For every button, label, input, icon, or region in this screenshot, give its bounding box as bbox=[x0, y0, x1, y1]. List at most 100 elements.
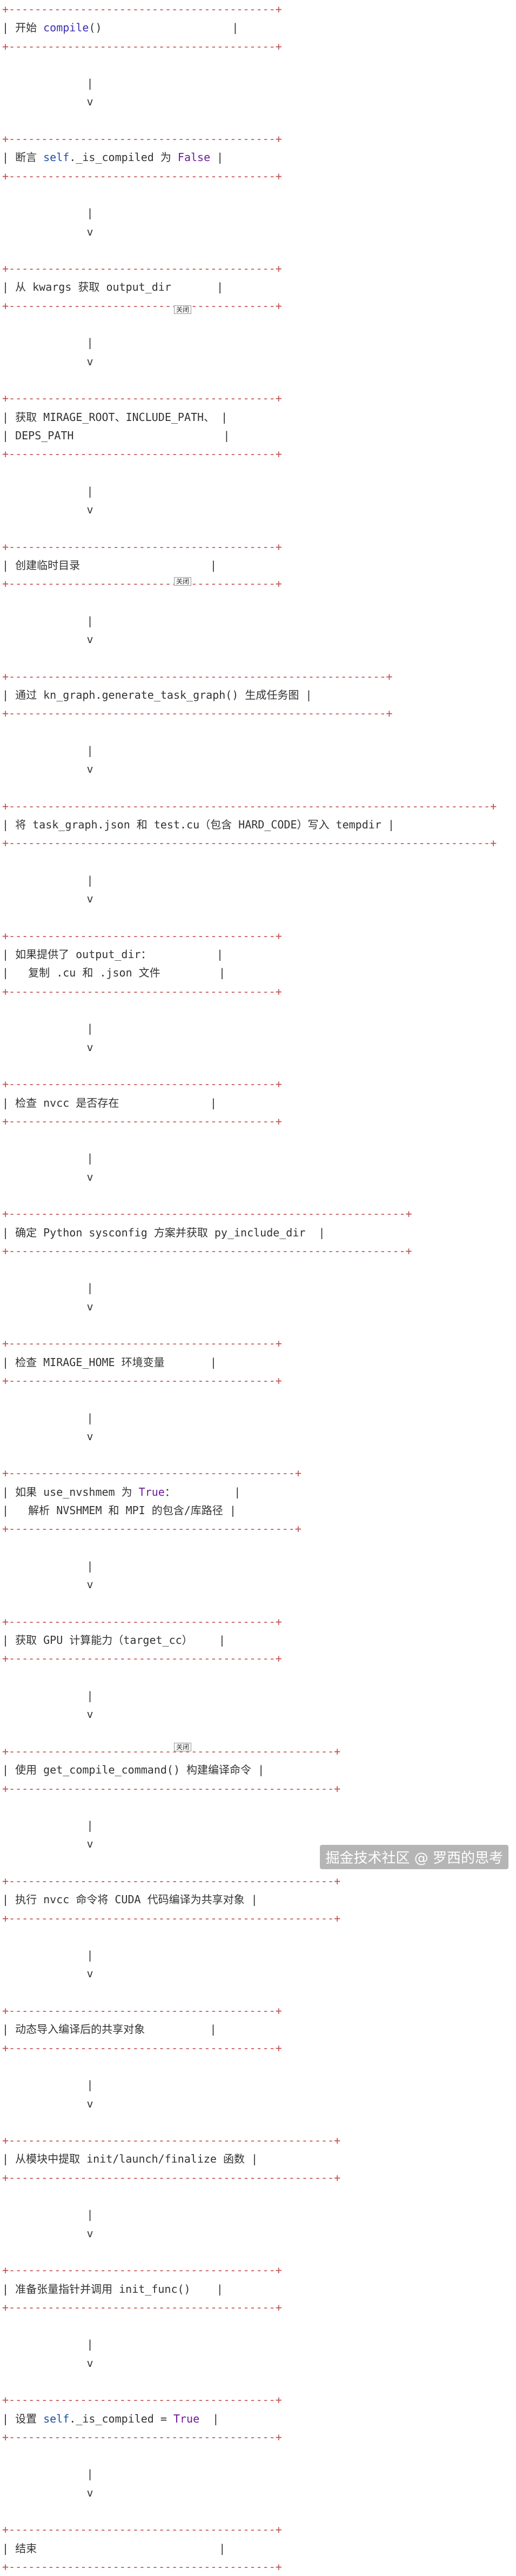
box-border-top: +---------------------------------------… bbox=[2, 2523, 282, 2537]
connector-pipe: | bbox=[2, 2208, 93, 2222]
code-token: compile bbox=[43, 21, 89, 35]
text-segment: | 断言 bbox=[2, 151, 44, 164]
code-token: True bbox=[173, 2412, 200, 2425]
box-text-line: | 结束 | bbox=[2, 2542, 225, 2555]
box-border-top: +---------------------------------------… bbox=[2, 132, 282, 146]
text-segment: | 解析 NVSHMEM 和 MPI 的包含/库路径 | bbox=[2, 1504, 236, 1517]
box-border-top: +---------------------------------------… bbox=[2, 1078, 282, 1091]
box-text-line: | 如果提供了 output_dir： | bbox=[2, 948, 223, 961]
text-segment: | 从 kwargs 获取 output_dir | bbox=[2, 280, 224, 294]
connector-arrow: v bbox=[2, 1429, 93, 1443]
box-border-bottom: +---------------------------------------… bbox=[2, 707, 393, 720]
connector-arrow: v bbox=[2, 1708, 93, 1721]
box-text-line: | 检查 MIRAGE_HOME 环境变量 | bbox=[2, 1356, 217, 1369]
box-border-bottom: +---------------------------------------… bbox=[2, 2300, 282, 2314]
box-border-top: +---------------------------------------… bbox=[2, 2134, 341, 2147]
connector-arrow: v bbox=[2, 2486, 93, 2499]
box-text-line: | 创建临时目录 | bbox=[2, 559, 217, 572]
box-border-top: +---------------------------------------… bbox=[2, 2393, 282, 2407]
box-border-top: +---------------------------------------… bbox=[2, 3, 282, 16]
box-text-line: | 获取 MIRAGE_ROOT、INCLUDE_PATH、 | bbox=[2, 411, 227, 424]
connector-arrow: v bbox=[2, 1578, 93, 1591]
connector-pipe: | bbox=[2, 744, 93, 757]
box-border-top: +---------------------------------------… bbox=[2, 262, 282, 276]
box-border-bottom: +---------------------------------------… bbox=[2, 1782, 341, 1795]
connector-pipe: | bbox=[2, 2338, 93, 2351]
text-segment: | 从模块中提取 init/launch/finalize 函数 | bbox=[2, 2152, 258, 2166]
box-text-line: | 检查 nvcc 是否存在 | bbox=[2, 1096, 217, 1109]
close-tooltip[interactable]: 关闭 bbox=[174, 1743, 192, 1751]
text-segment: | DEPS_PATH | bbox=[2, 429, 230, 442]
box-text-line: | 确定 Python sysconfig 方案并获取 py_include_d… bbox=[2, 1226, 325, 1239]
box-text-line: | 获取 GPU 计算能力（target_cc） | bbox=[2, 1634, 225, 1647]
text-segment: () | bbox=[89, 21, 239, 35]
box-border-bottom: +---------------------------------------… bbox=[2, 837, 497, 850]
text-segment: | 检查 nvcc 是否存在 | bbox=[2, 1096, 217, 1109]
box-text-line: | 执行 nvcc 命令将 CUDA 代码编译为共享对象 | bbox=[2, 1893, 258, 1906]
text-segment: | 复制 .cu 和 .json 文件 | bbox=[2, 966, 226, 980]
box-border-bottom: +---------------------------------------… bbox=[2, 2171, 341, 2184]
connector-arrow: v bbox=[2, 2226, 93, 2240]
text-segment: | 使用 get_compile_command() 构建编译命令 | bbox=[2, 1763, 265, 1777]
code-token: self bbox=[43, 2412, 70, 2425]
box-border-bottom: +---------------------------------------… bbox=[2, 2430, 282, 2444]
text-segment: ._is_compiled = bbox=[69, 2412, 173, 2425]
connector-arrow: v bbox=[2, 225, 93, 238]
connector-arrow: v bbox=[2, 1837, 93, 1851]
connector-arrow: v bbox=[2, 762, 93, 776]
connector-pipe: | bbox=[2, 336, 93, 350]
box-border-top: +---------------------------------------… bbox=[2, 929, 282, 942]
connector-arrow: v bbox=[2, 2097, 93, 2110]
connector-arrow: v bbox=[2, 354, 93, 368]
connector-pipe: | bbox=[2, 2078, 93, 2092]
connector-arrow: v bbox=[2, 1170, 93, 1183]
code-token: True bbox=[138, 1485, 165, 1498]
box-border-top: +---------------------------------------… bbox=[2, 1337, 282, 1350]
box-border-bottom: +---------------------------------------… bbox=[2, 39, 282, 53]
box-border-top: +---------------------------------------… bbox=[2, 392, 282, 405]
connector-pipe: | bbox=[2, 1152, 93, 1165]
box-text-line: | 通过 kn_graph.generate_task_graph() 生成任务… bbox=[2, 688, 312, 701]
box-text-line: | 动态导入编译后的共享对象 | bbox=[2, 2023, 217, 2036]
box-border-top: +---------------------------------------… bbox=[2, 540, 282, 553]
watermark: 掘金技术社区 @ 罗西的思考 bbox=[320, 1845, 508, 1869]
connector-pipe: | bbox=[2, 2467, 93, 2481]
code-token: False bbox=[177, 151, 211, 164]
connector-pipe: | bbox=[2, 1689, 93, 1703]
close-tooltip[interactable]: 关闭 bbox=[174, 305, 192, 314]
box-text-line: | DEPS_PATH | bbox=[2, 429, 230, 442]
box-border-bottom: +---------------------------------------… bbox=[2, 1522, 301, 1536]
connector-pipe: | bbox=[2, 873, 93, 887]
connector-pipe: | bbox=[2, 1819, 93, 1832]
text-segment: 开始 bbox=[15, 21, 44, 35]
box-border-bottom: +---------------------------------------… bbox=[2, 2041, 282, 2055]
connector-arrow: v bbox=[2, 1300, 93, 1313]
connector-pipe: | bbox=[2, 206, 93, 220]
connector-pipe: | bbox=[2, 1949, 93, 1962]
text-segment: | 确定 Python sysconfig 方案并获取 py_include_d… bbox=[2, 1226, 325, 1239]
text-segment: | 动态导入编译后的共享对象 | bbox=[2, 2023, 217, 2036]
box-border-bottom: +---------------------------------------… bbox=[2, 1652, 282, 1665]
box-border-top: +---------------------------------------… bbox=[2, 2264, 282, 2277]
text-segment: | 通过 kn_graph.generate_task_graph() 生成任务… bbox=[2, 688, 312, 701]
text-segment: | bbox=[199, 2412, 219, 2425]
connector-pipe: | bbox=[2, 1022, 93, 1035]
text-segment: | 如果提供了 output_dir： | bbox=[2, 948, 223, 961]
connector-pipe: | bbox=[2, 1559, 93, 1573]
box-border-bottom: +---------------------------------------… bbox=[2, 1244, 412, 1257]
text-segment: | 如果 use_nvshmem 为 bbox=[2, 1485, 139, 1498]
box-text-line: | 设置 self._is_compiled = True | bbox=[2, 2412, 219, 2425]
box-border-bottom: +---------------------------------------… bbox=[2, 1114, 282, 1128]
box-border-top: +---------------------------------------… bbox=[2, 1744, 341, 1758]
text-segment: | bbox=[2, 21, 16, 35]
box-text-line: | 从 kwargs 获取 output_dir | bbox=[2, 280, 223, 293]
connector-arrow: v bbox=[2, 503, 93, 517]
connector-pipe: | bbox=[2, 484, 93, 498]
box-border-bottom: +---------------------------------------… bbox=[2, 299, 282, 312]
box-text-line: | 将 task_graph.json 和 test.cu（包含 HARD_CO… bbox=[2, 818, 394, 831]
box-border-bottom: +---------------------------------------… bbox=[2, 169, 282, 183]
box-border-bottom: +---------------------------------------… bbox=[2, 577, 282, 591]
close-tooltip[interactable]: 关闭 bbox=[174, 577, 192, 586]
box-text-line: | 使用 get_compile_command() 构建编译命令 | bbox=[2, 1763, 264, 1776]
